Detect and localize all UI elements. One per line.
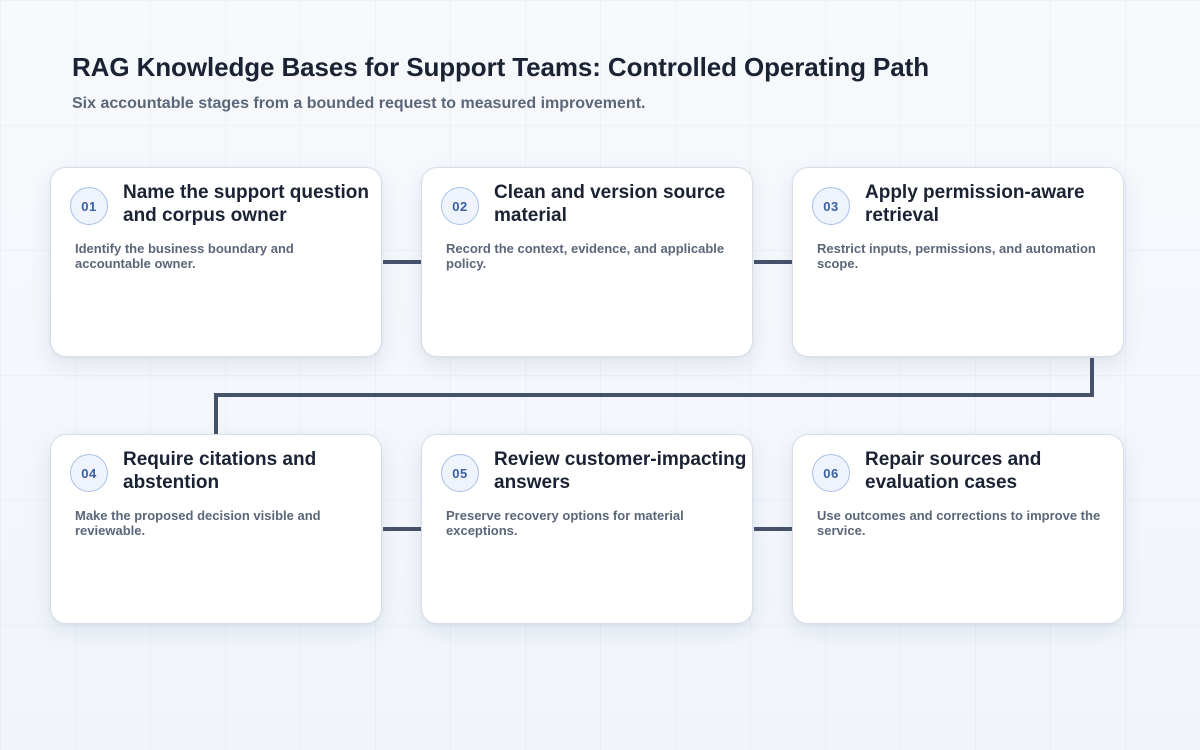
step-card-01: 01 Name the support question and corpus …: [50, 167, 382, 357]
step-description: Use outcomes and corrections to improve …: [817, 508, 1101, 538]
step-card-04: 04 Require citations and abstention Make…: [50, 434, 382, 624]
page-subtitle: Six accountable stages from a bounded re…: [72, 95, 646, 112]
step-number-badge: 02: [441, 187, 479, 225]
step-number-badge: 05: [441, 454, 479, 492]
step-card-02: 02 Clean and version source material Rec…: [421, 167, 753, 357]
step-title: Review customer-impacting answers: [494, 449, 747, 493]
page-title: RAG Knowledge Bases for Support Teams: C…: [72, 52, 929, 82]
step-description: Restrict inputs, permissions, and automa…: [817, 241, 1096, 271]
step-number-badge: 06: [812, 454, 850, 492]
step-title: Name the support question and corpus own…: [123, 182, 369, 226]
step-number-badge: 01: [70, 187, 108, 225]
step-card-05: 05 Review customer-impacting answers Pre…: [421, 434, 753, 624]
step-title: Apply permission-aware retrieval: [865, 182, 1085, 226]
connector-03-04: [214, 358, 1094, 434]
step-card-06: 06 Repair sources and evaluation cases U…: [792, 434, 1124, 624]
step-number-badge: 04: [70, 454, 108, 492]
step-description: Preserve recovery options for material e…: [446, 508, 684, 538]
step-title: Clean and version source material: [494, 182, 726, 226]
step-description: Record the context, evidence, and applic…: [446, 241, 725, 271]
step-number-badge: 03: [812, 187, 850, 225]
step-title: Require citations and abstention: [123, 449, 317, 493]
step-title: Repair sources and evaluation cases: [865, 449, 1042, 493]
step-card-03: 03 Apply permission-aware retrieval Rest…: [792, 167, 1124, 357]
step-description: Identify the business boundary and accou…: [75, 241, 294, 271]
step-description: Make the proposed decision visible and r…: [75, 508, 321, 538]
